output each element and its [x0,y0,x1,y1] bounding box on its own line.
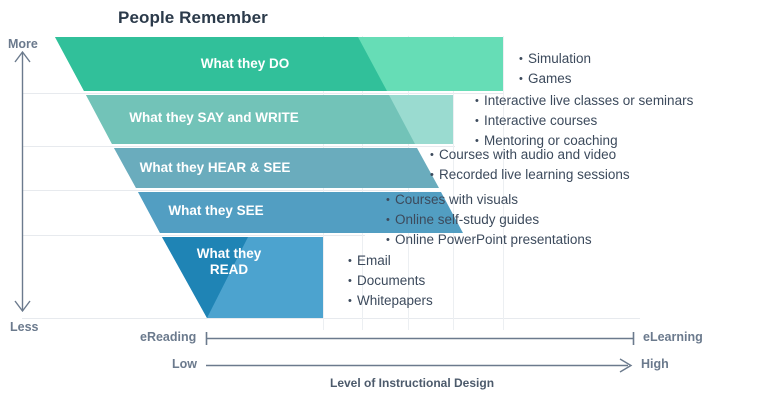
bullets-hear-see: Courses with audio and video Recorded li… [430,145,630,185]
axis-label-low: Low [172,357,197,371]
list-item: Email [348,251,433,271]
axis-label-less: Less [10,320,39,334]
bullets-see: Courses with visuals Online self-study g… [386,190,592,250]
delivery-axis [205,332,635,345]
funnel-band-say-write[interactable] [86,95,453,144]
list-item: Documents [348,271,433,291]
list-item: Courses with visuals [386,190,592,210]
funnel-band-hear-see[interactable] [114,148,439,188]
list-item: Courses with audio and video [430,145,630,165]
axis-caption-instructional-design: Level of Instructional Design [330,376,495,390]
axis-label-more: More [8,37,38,51]
page-title: People Remember [118,8,268,27]
bullets-do: Simulation Games [519,49,591,89]
list-item: Interactive courses [475,111,693,131]
design-axis [206,358,633,373]
list-item: Online PowerPoint presentations [386,230,592,250]
horizontal-gridlines [22,93,640,319]
band-say-write-dark [86,95,415,144]
bullets-say-write: Interactive live classes or seminars Int… [475,91,693,151]
list-item: Recorded live learning sessions [430,165,630,185]
list-item: Whitepapers [348,291,433,311]
band-read-dark [162,237,248,318]
band-hear-see-dark [114,148,439,188]
funnel-band-read[interactable] [162,237,323,318]
axis-label-high: High [641,357,669,371]
bullets-read: Email Documents Whitepapers [348,251,433,311]
funnel-band-do[interactable] [55,37,503,91]
arrow-down-icon [14,300,31,313]
list-item: Online self-study guides [386,210,592,230]
list-item: Games [519,69,591,89]
list-item: Interactive live classes or seminars [475,91,693,111]
axis-label-ereading: eReading [140,330,197,344]
axis-label-elearning: eLearning [643,330,703,344]
band-do-dark [55,37,387,91]
arrow-up-icon [14,50,31,63]
band-see-dark [138,192,463,233]
arrow-right-icon [619,358,633,373]
list-item: Simulation [519,49,591,69]
vertical-axis [14,50,31,313]
funnel-band-see[interactable] [138,192,463,233]
